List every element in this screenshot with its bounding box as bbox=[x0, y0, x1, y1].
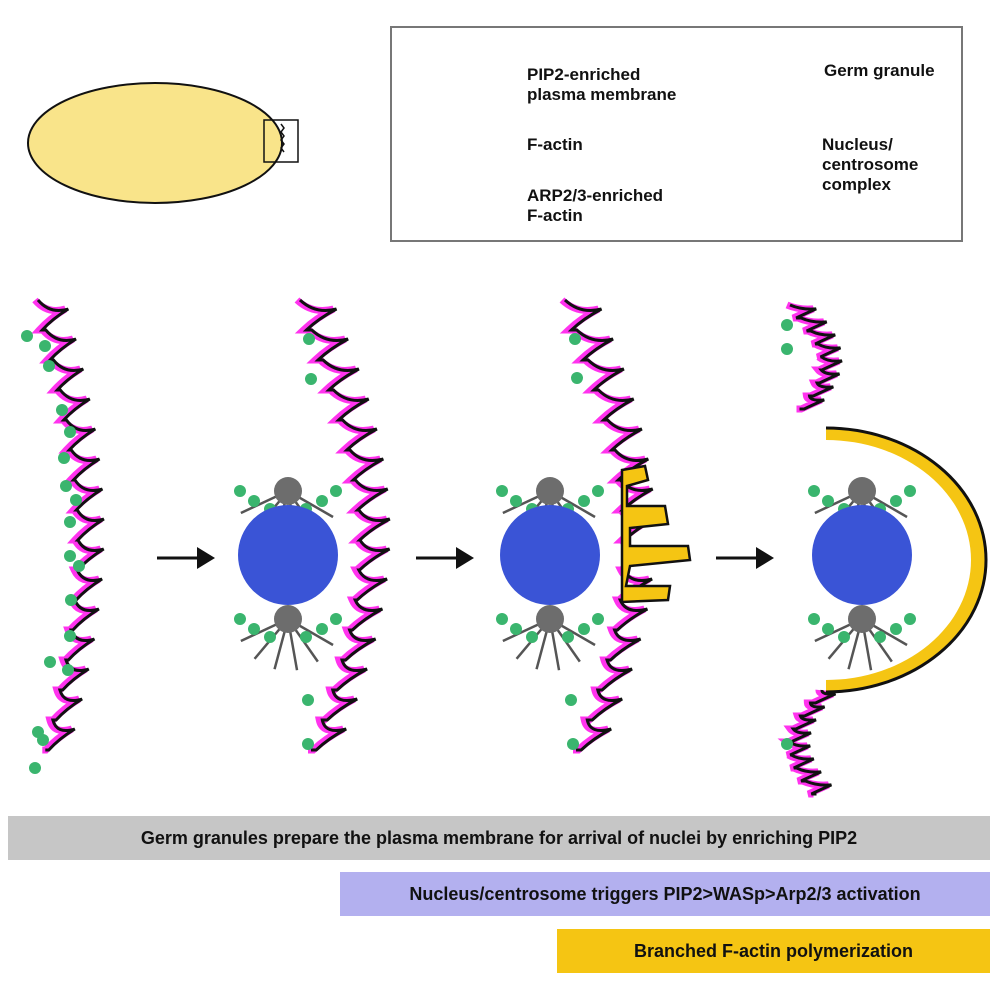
nucleus bbox=[812, 505, 912, 605]
germ-granule bbox=[781, 343, 793, 355]
germ-granule bbox=[890, 495, 902, 507]
germ-granule bbox=[60, 480, 72, 492]
germ-granule bbox=[330, 485, 342, 497]
legend-arp-label: ARP2/3-enriched F-actin bbox=[527, 186, 664, 225]
germ-granule bbox=[44, 656, 56, 668]
germ-granule bbox=[562, 631, 574, 643]
centrosome bbox=[536, 477, 564, 505]
embryo-zoom-box bbox=[263, 119, 299, 163]
germ-granule bbox=[822, 495, 834, 507]
nucleus bbox=[238, 505, 338, 605]
germ-granule bbox=[578, 495, 590, 507]
germ-granule bbox=[510, 495, 522, 507]
germ-granule bbox=[569, 333, 581, 345]
centrosome bbox=[274, 605, 302, 633]
arrow-head bbox=[197, 547, 215, 569]
germ-granule bbox=[567, 738, 579, 750]
stage-3 bbox=[496, 297, 692, 754]
germ-granule bbox=[316, 495, 328, 507]
germ-granule bbox=[781, 319, 793, 331]
germ-granule bbox=[808, 613, 820, 625]
germ-granule bbox=[62, 664, 74, 676]
bar-branched-actin: Branched F-actin polymerization bbox=[557, 929, 990, 973]
stage-2 bbox=[234, 297, 391, 754]
germ-granule bbox=[565, 694, 577, 706]
germ-granule bbox=[303, 333, 315, 345]
germ-granule bbox=[64, 550, 76, 562]
germ-granule bbox=[37, 734, 49, 746]
germ-granule bbox=[874, 631, 886, 643]
germ-granule bbox=[904, 613, 916, 625]
germ-granule bbox=[248, 623, 260, 635]
germ-granule bbox=[234, 613, 246, 625]
embryo bbox=[27, 82, 283, 204]
germ-granule bbox=[496, 613, 508, 625]
centrosome bbox=[848, 605, 876, 633]
embryo-overview bbox=[27, 82, 299, 204]
germ-granule bbox=[904, 485, 916, 497]
germ-granule bbox=[56, 404, 68, 416]
germ-granule bbox=[496, 485, 508, 497]
germ-granule bbox=[64, 516, 76, 528]
germ-granule bbox=[300, 631, 312, 643]
germ-granule bbox=[64, 630, 76, 642]
germ-granule bbox=[578, 623, 590, 635]
germ-granule bbox=[305, 373, 317, 385]
germ-granule bbox=[592, 485, 604, 497]
centrosome bbox=[536, 605, 564, 633]
germ-granule bbox=[248, 495, 260, 507]
germ-granule bbox=[264, 631, 276, 643]
arrow-head bbox=[756, 547, 774, 569]
germ-granule bbox=[526, 631, 538, 643]
plasma-membrane bbox=[789, 303, 843, 411]
germ-granule bbox=[890, 623, 902, 635]
stage-1 bbox=[21, 297, 105, 774]
arrows bbox=[157, 547, 774, 569]
germ-granule bbox=[70, 494, 82, 506]
legend-granule-label: Germ granule bbox=[824, 61, 935, 80]
bar-germ-granules: Germ granules prepare the plasma membran… bbox=[8, 816, 990, 860]
nucleus bbox=[500, 505, 600, 605]
germ-granule bbox=[838, 631, 850, 643]
germ-granule bbox=[822, 623, 834, 635]
germ-granule bbox=[234, 485, 246, 497]
legend-membrane-label: PIP2-enriched plasma membrane bbox=[527, 65, 677, 104]
germ-granule bbox=[571, 372, 583, 384]
germ-granule bbox=[510, 623, 522, 635]
legend-box bbox=[390, 26, 963, 242]
arp-enriched-factin bbox=[620, 464, 692, 604]
germ-granule bbox=[58, 452, 70, 464]
germ-granule bbox=[302, 738, 314, 750]
germ-granule bbox=[65, 594, 77, 606]
centrosome bbox=[848, 477, 876, 505]
plasma-membrane bbox=[36, 298, 105, 752]
germ-granule bbox=[781, 738, 793, 750]
germ-granule bbox=[39, 340, 51, 352]
germ-granule bbox=[316, 623, 328, 635]
centrosome bbox=[274, 477, 302, 505]
arrow-head bbox=[456, 547, 474, 569]
germ-granule bbox=[21, 330, 33, 342]
germ-granule bbox=[64, 426, 76, 438]
germ-granule bbox=[302, 694, 314, 706]
bulged-membrane bbox=[825, 426, 988, 694]
legend-nucleus-label: Nucleus/ centrosome complex bbox=[822, 135, 919, 194]
legend-factin-label: F-actin bbox=[527, 135, 583, 154]
germ-granule bbox=[43, 360, 55, 372]
bar-nucleus-trigger: Nucleus/centrosome triggers PIP2>WASp>Ar… bbox=[340, 872, 990, 916]
germ-granule bbox=[808, 485, 820, 497]
germ-granule bbox=[592, 613, 604, 625]
stage-4 bbox=[777, 301, 988, 798]
plasma-membrane bbox=[298, 298, 391, 752]
germ-granule bbox=[73, 560, 85, 572]
germ-granule bbox=[330, 613, 342, 625]
germ-granule bbox=[29, 762, 41, 774]
stages bbox=[21, 297, 988, 798]
embryo-zoom-membrane bbox=[280, 123, 285, 153]
